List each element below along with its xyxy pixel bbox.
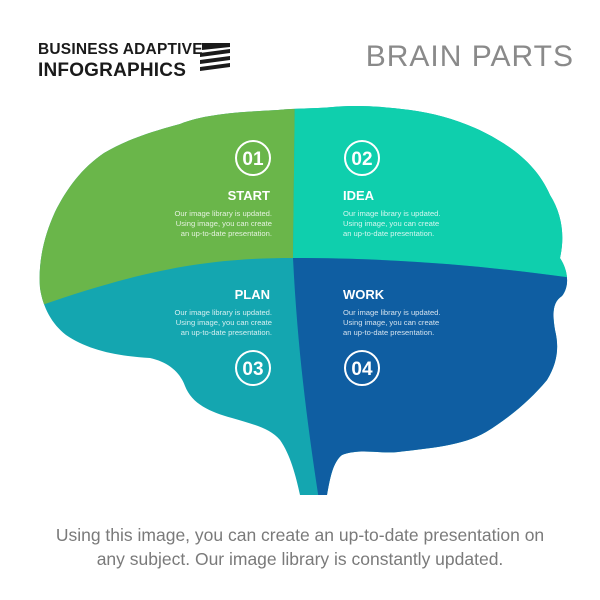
section-start: 01 START Our image library is updated. U… [175, 140, 273, 238]
brand-line-1: BUSINESS ADAPTIVE [38, 41, 203, 58]
brand-stripes-icon [200, 43, 230, 71]
section-number-03: 03 [242, 359, 263, 380]
section-idea-region [293, 106, 568, 282]
number-circle-03 [235, 350, 271, 386]
section-label-start: START [228, 188, 270, 203]
section-text-start-1: Our image library is updated. [175, 209, 273, 218]
footer-line-2: any subject. Our image library is consta… [96, 548, 504, 569]
section-number-01: 01 [242, 149, 264, 170]
section-text-work-2: Using image, you can create [343, 318, 439, 327]
section-work-region [293, 258, 568, 495]
section-number-02: 02 [351, 149, 372, 170]
footer-line-1: Using this image, you can create an up-t… [55, 525, 545, 545]
section-text-plan-3: an up-to-date presentation. [181, 328, 272, 337]
section-text-plan-1: Our image library is updated. [175, 308, 273, 317]
section-text-idea-2: Using image, you can create [343, 219, 439, 228]
number-circle-01 [235, 140, 271, 176]
section-text-start-2: Using image, you can create [176, 219, 272, 228]
footer-caption: Using this image, you can create an up-t… [0, 524, 600, 571]
section-text-plan-2: Using image, you can create [176, 318, 272, 327]
number-circle-04 [344, 350, 380, 386]
brand-logo: BUSINESS ADAPTIVE INFOGRAPHICS [38, 42, 203, 80]
section-label-plan: PLAN [235, 287, 270, 302]
section-start-region [39, 106, 296, 320]
number-circle-02 [344, 140, 380, 176]
section-label-work: WORK [343, 287, 385, 302]
section-text-idea-1: Our image library is updated. [343, 209, 441, 218]
section-label-idea: IDEA [343, 188, 375, 203]
section-idea: 02 IDEA Our image library is updated. Us… [343, 140, 441, 238]
brand-line-2: INFOGRAPHICS [38, 59, 187, 81]
section-text-work-3: an up-to-date presentation. [343, 328, 434, 337]
section-number-04: 04 [351, 359, 373, 380]
section-text-idea-3: an up-to-date presentation. [343, 229, 434, 238]
page-title: BRAIN PARTS [365, 40, 574, 73]
section-plan: PLAN Our image library is updated. Using… [175, 287, 273, 386]
section-work: WORK Our image library is updated. Using… [343, 287, 441, 386]
section-text-work-1: Our image library is updated. [343, 308, 441, 317]
section-text-start-3: an up-to-date presentation. [181, 229, 272, 238]
